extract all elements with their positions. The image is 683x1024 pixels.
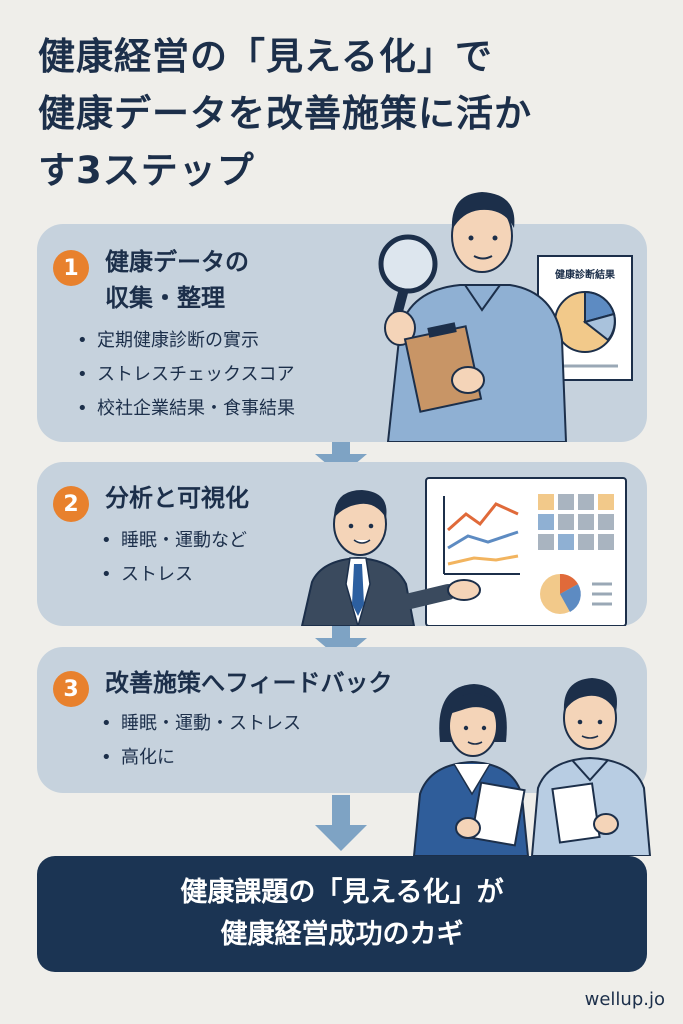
report-sheet-icon: 健康診断結果: [537, 255, 633, 381]
woman-figure: [412, 684, 530, 856]
step-2-bullets: 睡眠・運動など ストレス: [101, 524, 247, 592]
step-2-number-badge: 2: [53, 486, 89, 522]
list-item: ストレスチェックスコア: [77, 358, 295, 392]
step-3-card: 3 改善施策へフィードバック 睡眠・運動・ストレス 高化に: [37, 647, 647, 793]
step-1-bullets: 定期健康診断の實示 ストレスチェックスコア 校社企業結果・食事結果: [77, 324, 295, 426]
step-3-title: 改善施策へフィードバック: [105, 665, 393, 701]
step-3-number-badge: 3: [53, 671, 89, 707]
list-item: 睡眠・運動など: [101, 524, 247, 558]
document-icon: [551, 782, 601, 844]
step-2-title: 分析と可視化: [105, 480, 249, 516]
step-3-bullets: 睡眠・運動・ストレス 高化に: [101, 707, 301, 775]
report-sheet-title: 健康診断結果: [555, 268, 616, 281]
list-item: ストレス: [101, 558, 247, 592]
conclusion-line-2: 健康経営成功のカギ: [220, 919, 464, 950]
list-item: 高化に: [101, 741, 301, 775]
title-line-1: 健康経営の「見える化」で: [38, 35, 493, 78]
step-2-title-line-1: 分析と可視化: [105, 484, 249, 512]
conclusion-line-1: 健康課題の「見える化」が: [180, 877, 504, 908]
page-title: 健康経営の「見える化」で 健康データを改善施策に活か す3ステップ: [38, 28, 658, 199]
step-1-number-badge: 1: [53, 250, 89, 286]
conclusion-banner: 健康課題の「見える化」が 健康経営成功のカギ: [37, 856, 647, 972]
title-line-2: 健康データを改善施策に活か: [38, 92, 532, 135]
document-icon: [470, 781, 526, 847]
step-1-title-line-2: 収集・整理: [105, 284, 225, 312]
analysis-illustration: [300, 477, 627, 626]
title-line-3: す3ステップ: [38, 149, 255, 192]
list-item: 校社企業結果・食事結果: [77, 392, 295, 426]
man-figure: [530, 678, 652, 856]
list-item: 定期健康診断の實示: [77, 324, 295, 358]
brand-label: wellup.jo: [584, 989, 665, 1010]
down-arrow-icon: [315, 795, 367, 851]
dashboard-board-icon: [425, 477, 627, 626]
magnifier-icon: [378, 234, 438, 315]
step-3-title-line-1: 改善施策へフィードバック: [105, 669, 393, 697]
step-1-title-line-1: 健康データの: [105, 248, 249, 276]
feedback-illustration: [412, 678, 652, 856]
step-1-title: 健康データの 収集・整理: [105, 244, 249, 316]
data-collection-illustration: 健康診断結果: [378, 192, 633, 442]
list-item: 睡眠・運動・ストレス: [101, 707, 301, 741]
